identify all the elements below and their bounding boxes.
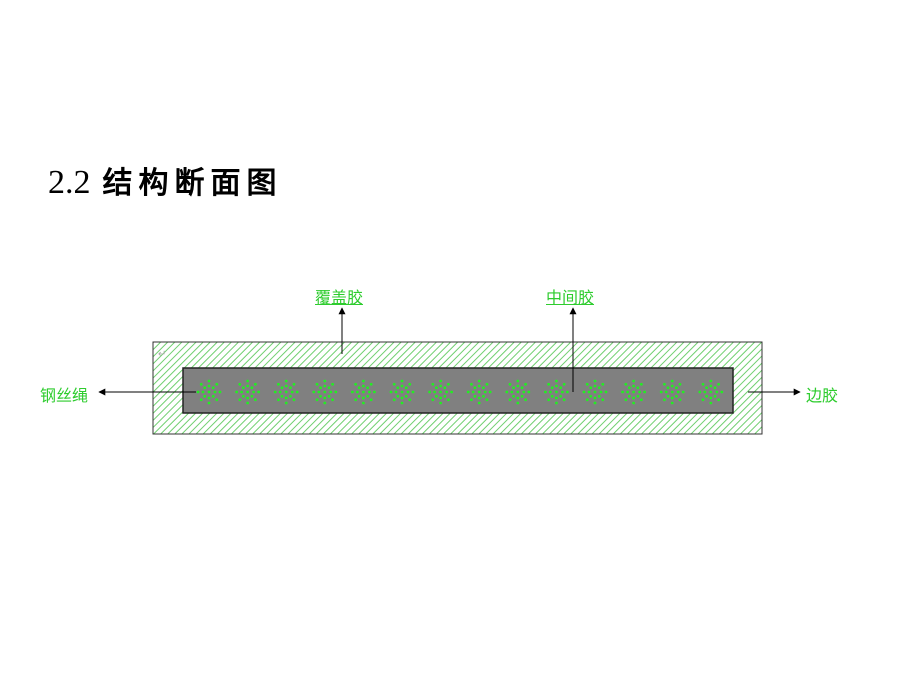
steel-cord <box>698 379 724 405</box>
steel-cord <box>621 379 646 405</box>
steel-cord <box>582 379 608 405</box>
steel-cord <box>659 379 685 405</box>
steel-cord <box>273 379 299 405</box>
steel-cord <box>351 379 376 405</box>
steel-cord <box>544 379 569 405</box>
steel-cords <box>196 379 724 405</box>
steel-cord <box>505 379 531 405</box>
edge-rubber-label: 边胶 <box>806 386 839 405</box>
steel-cord <box>196 379 222 405</box>
steel-cord <box>235 379 260 405</box>
section-heading: 结构断面图 <box>102 166 283 201</box>
section-number: 2.2 <box>48 164 91 201</box>
steel-cord <box>428 379 453 405</box>
steel-cord <box>466 379 492 405</box>
middle-rubber-core <box>182 367 734 414</box>
section-title: 2.2 结构断面图 <box>48 158 283 202</box>
paragraph-mark: ↵ <box>158 349 166 360</box>
cover-rubber-label: 覆盖胶 <box>315 288 364 307</box>
middle-rubber-label: 中间胶 <box>546 288 595 307</box>
steel-cord-label: 钢丝绳 <box>40 386 89 405</box>
steel-cord <box>312 379 338 405</box>
steel-cord <box>389 379 415 405</box>
